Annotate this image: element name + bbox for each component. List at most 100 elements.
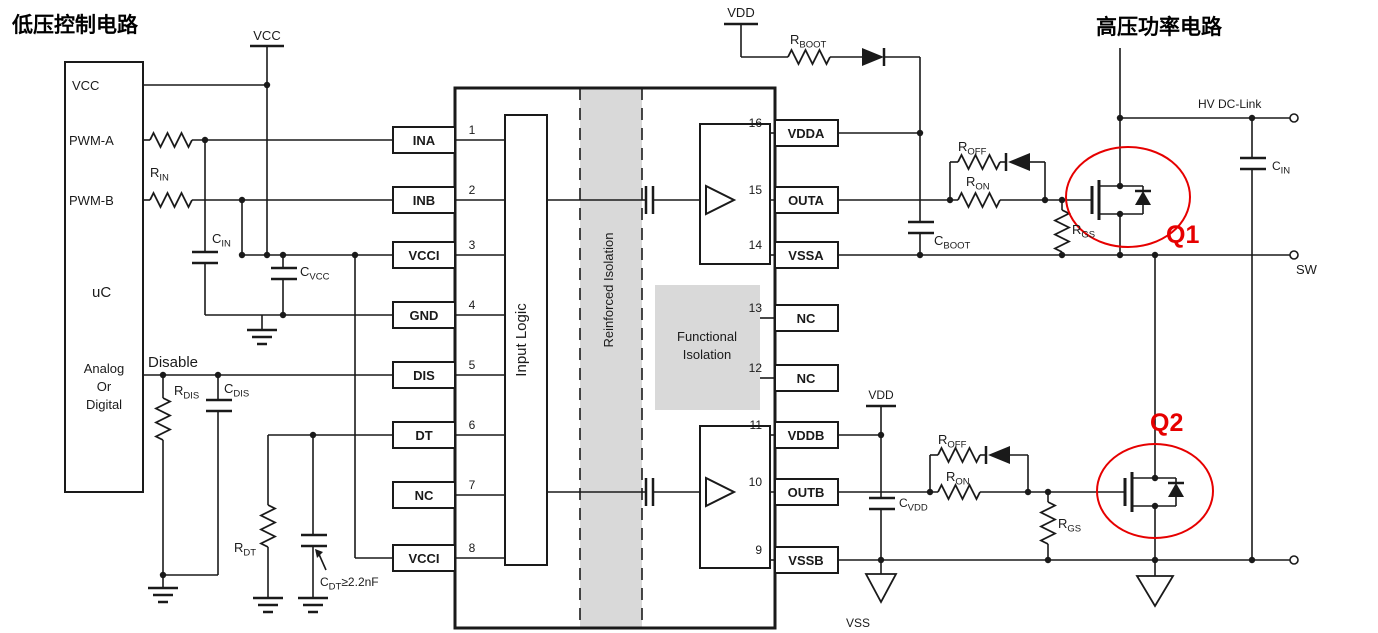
mcu-pin-vcc: VCC bbox=[72, 78, 99, 93]
pin-num-12: 12 bbox=[749, 361, 763, 375]
pin-label-vcci-8: VCCI bbox=[408, 551, 439, 566]
pin-box-dt: DT6 bbox=[392, 418, 476, 449]
pin-box-vcci-8: VCCI 8 bbox=[392, 541, 476, 572]
resistor-rdis bbox=[153, 397, 173, 441]
pin-num-2: 2 bbox=[469, 183, 476, 197]
pin-label-outa: OUTA bbox=[788, 193, 824, 208]
resistor-rdt bbox=[258, 504, 278, 548]
label-ron-b: RON bbox=[946, 469, 970, 488]
label-cboot: CBOOT bbox=[934, 233, 971, 252]
pin-num-8: 8 bbox=[469, 541, 476, 555]
driver-triangle-b bbox=[705, 476, 737, 508]
terminal-hv-dc-link bbox=[1289, 113, 1299, 123]
vss-label: VSS bbox=[846, 616, 870, 630]
capacitor-cboot bbox=[908, 220, 934, 235]
mosfet-q2 bbox=[1123, 472, 1134, 512]
pin-label-vcci-3: VCCI bbox=[408, 248, 439, 263]
label-sw: SW bbox=[1296, 262, 1318, 277]
label-cvcc: CVCC bbox=[300, 264, 330, 283]
pin-num-10: 10 bbox=[749, 475, 763, 489]
resistor-rboot bbox=[787, 47, 831, 67]
pin-num-11: 11 bbox=[750, 418, 763, 432]
capacitor-cin-hv bbox=[1240, 156, 1266, 171]
label-roff-b: ROFF bbox=[938, 432, 967, 451]
label-rin: RIN bbox=[150, 165, 169, 184]
pin-box-nc-7: NC 7 bbox=[392, 478, 476, 509]
capacitor-cin bbox=[192, 250, 218, 265]
label-roff-a: ROFF bbox=[958, 139, 987, 158]
label-rboot: RBOOT bbox=[790, 32, 827, 51]
mcu-pin-pwma: PWM-A bbox=[69, 133, 114, 148]
label-cin: CIN bbox=[212, 231, 231, 250]
pin-label-vdda: VDDA bbox=[788, 126, 825, 141]
pin-box-inb: INB 2 bbox=[392, 183, 476, 214]
diode-boot bbox=[862, 48, 886, 66]
pin-box-outa: OUTA 15 bbox=[749, 183, 839, 214]
label-cdt: CDT≥2.2nF bbox=[320, 575, 379, 593]
capacitors bbox=[192, 156, 1266, 548]
junction-dots bbox=[159, 81, 1256, 579]
pin-box-outb: OUTB 10 bbox=[749, 475, 839, 506]
resistor-rin-b bbox=[149, 190, 193, 210]
mcu-name: uC bbox=[92, 284, 111, 301]
resistor-ron-a bbox=[957, 190, 1001, 210]
pin-box-vddb: VDDB 11 bbox=[750, 418, 839, 449]
isolation-capacitor-b bbox=[644, 478, 655, 506]
ground-decoupling bbox=[247, 328, 277, 346]
functional-isolation-line1: Functional bbox=[677, 329, 737, 344]
isolation-capacitor-a bbox=[644, 186, 655, 214]
capacitor-cvcc bbox=[271, 266, 297, 281]
mosfets bbox=[1090, 180, 1134, 512]
ground-rdt bbox=[253, 596, 283, 614]
vcc-rail-label: VCC bbox=[253, 28, 280, 43]
terminal-power-gnd bbox=[1289, 555, 1299, 565]
power-triangle-ground bbox=[1135, 575, 1175, 608]
pin-label-outb: OUTB bbox=[788, 485, 825, 500]
high-voltage-title: 高压功率电路 bbox=[1096, 15, 1223, 39]
pin-label-vddb: VDDB bbox=[788, 428, 825, 443]
body-diode-q2 bbox=[1168, 481, 1184, 497]
pin-num-7: 7 bbox=[469, 478, 476, 492]
pin-num-15: 15 bbox=[749, 183, 763, 197]
pin-num-4: 4 bbox=[469, 298, 476, 312]
label-cdis: CDIS bbox=[224, 381, 249, 400]
pin-num-1: 1 bbox=[469, 123, 476, 137]
resistor-rgs-a bbox=[1052, 209, 1072, 253]
pin-box-ina: INA 1 bbox=[392, 123, 476, 154]
input-logic-label: Input Logic bbox=[513, 303, 530, 377]
pin-num-3: 3 bbox=[469, 238, 476, 252]
pin-box-vcci-3: VCCI 3 bbox=[392, 238, 476, 269]
pin-label-ina: INA bbox=[413, 133, 436, 148]
resistor-ron-b bbox=[937, 482, 981, 502]
q1-label: Q1 bbox=[1166, 221, 1199, 249]
pin-num-9: 9 bbox=[755, 543, 762, 557]
pin-label-nc-7: NC bbox=[415, 488, 434, 503]
label-rdis: RDIS bbox=[174, 383, 199, 402]
vss-triangle-ground bbox=[864, 573, 898, 604]
mcu-analog: Analog bbox=[84, 361, 124, 376]
pin-label-inb: INB bbox=[413, 193, 435, 208]
mcu-pin-pwmb: PWM-B bbox=[69, 193, 114, 208]
mosfet-q1 bbox=[1090, 180, 1101, 220]
low-voltage-title: 低压控制电路 bbox=[11, 13, 139, 37]
vdd-b-label: VDD bbox=[868, 388, 894, 402]
reinforced-isolation-label: Reinforced Isolation bbox=[601, 233, 616, 348]
pin-num-16: 16 bbox=[749, 116, 763, 130]
diode-off-a bbox=[1004, 153, 1030, 171]
pin-label-dt: DT bbox=[415, 428, 432, 443]
diodes bbox=[862, 48, 1184, 497]
pin-box-vssb: VSSB 9 bbox=[755, 543, 839, 574]
label-disable: Disable bbox=[148, 354, 198, 371]
input-logic-box bbox=[504, 114, 548, 566]
terminal-sw bbox=[1289, 250, 1299, 260]
pin-label-vssb: VSSB bbox=[788, 553, 823, 568]
mcu-digital: Digital bbox=[86, 397, 122, 412]
vdd-top-label: VDD bbox=[727, 5, 754, 20]
isolation-band bbox=[580, 88, 642, 628]
label-cvdd: CVDD bbox=[899, 496, 928, 514]
grounds bbox=[148, 328, 328, 614]
